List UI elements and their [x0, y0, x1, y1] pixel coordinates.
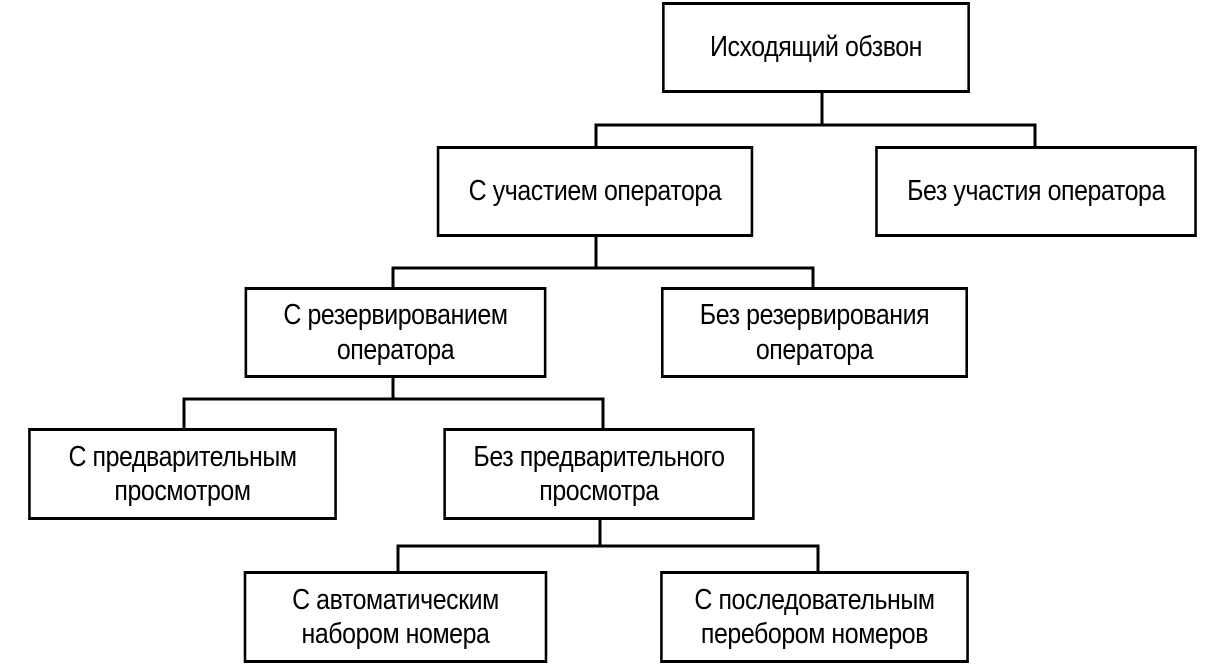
node-with-operator: С участием оператора [436, 146, 754, 237]
node-with-preview-line2: просмотром [114, 475, 251, 507]
node-with-preview-line1: С предварительным [68, 440, 297, 473]
node-auto-dial-text: С автоматическим набором номера [292, 583, 499, 651]
node-with-reservation-line2: оператора [336, 333, 455, 366]
connector-level3-bar [182, 397, 605, 432]
node-outgoing-calls: Исходящий обзвон [662, 2, 970, 93]
node-without-operator-label: Без участия оператора [907, 175, 1165, 208]
node-sequential-dial-line1: С последовательным [694, 583, 935, 616]
node-with-preview: С предварительным просмотром [28, 428, 337, 520]
node-without-reservation-text: Без резервирования оператора [699, 298, 930, 366]
node-without-preview-text: Без предварительного просмотра [473, 440, 725, 508]
node-auto-dial-line1: С автоматическим [292, 583, 499, 616]
node-sequential-dial-text: С последовательным перебором номеров [694, 583, 935, 651]
node-with-reservation-text: С резервированием оператора [283, 298, 508, 366]
node-with-reservation: С резервированием оператора [244, 287, 547, 378]
node-sequential-dial-line2: перебором номеров [700, 618, 929, 650]
connector-level1-bar [594, 123, 1037, 150]
node-with-reservation-line1: С резервированием [283, 299, 508, 332]
node-auto-dial-line2: набором номера [301, 618, 490, 650]
node-with-preview-text: С предварительным просмотром [68, 440, 297, 508]
node-without-operator: Без участия оператора [875, 146, 1197, 237]
connector-level2-bar [391, 266, 815, 291]
node-with-operator-label: С участием оператора [468, 175, 722, 208]
node-without-preview: Без предварительного просмотра [443, 428, 755, 520]
node-auto-dial: С автоматическим набором номера [243, 571, 548, 663]
node-without-reservation-line1: Без резервирования [699, 299, 930, 332]
node-without-reservation-line2: оператора [755, 333, 874, 366]
node-without-preview-line1: Без предварительного [473, 440, 725, 473]
connector-level4-bar [396, 544, 820, 575]
node-without-reservation: Без резервирования оператора [660, 287, 969, 378]
node-without-preview-line2: просмотра [539, 475, 659, 507]
node-outgoing-calls-label: Исходящий обзвон [709, 31, 923, 64]
node-sequential-dial: С последовательным перебором номеров [660, 571, 969, 663]
